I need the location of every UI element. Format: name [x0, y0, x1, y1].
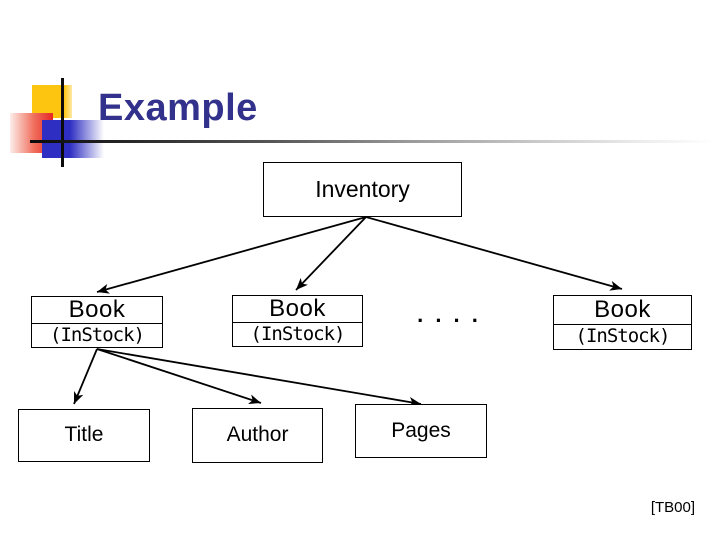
- decoration-blue-square: [42, 120, 104, 158]
- more-books-ellipsis: . . . .: [417, 302, 481, 327]
- node-book-2-instock-label: (InStock): [233, 322, 362, 346]
- node-inventory: Inventory: [263, 162, 462, 217]
- node-author-label: Author: [226, 423, 289, 446]
- node-book-1-instock-label: (InStock): [32, 323, 162, 347]
- node-book-1-label: Book: [68, 296, 126, 323]
- node-title-label: Title: [64, 423, 104, 446]
- title-underline-rule: [30, 140, 716, 143]
- node-book-3-instock-label: (InStock): [554, 324, 691, 348]
- citation-reference: [TB00]: [650, 499, 695, 516]
- decoration-yellow-square: [32, 85, 72, 118]
- node-title: Title: [18, 409, 150, 462]
- node-book-3-label: Book: [594, 296, 651, 323]
- node-pages: Pages: [355, 404, 487, 458]
- node-inventory-label: Inventory: [315, 176, 410, 202]
- node-book-3: Book (InStock): [553, 295, 692, 350]
- node-book-2: Book (InStock): [232, 295, 363, 347]
- node-book-1: Book (InStock): [31, 296, 163, 348]
- node-author: Author: [192, 408, 323, 463]
- slide-title: Example: [98, 87, 258, 129]
- node-book-2-label: Book: [269, 295, 326, 322]
- decoration-vertical-line: [61, 78, 64, 167]
- node-pages-label: Pages: [391, 419, 451, 442]
